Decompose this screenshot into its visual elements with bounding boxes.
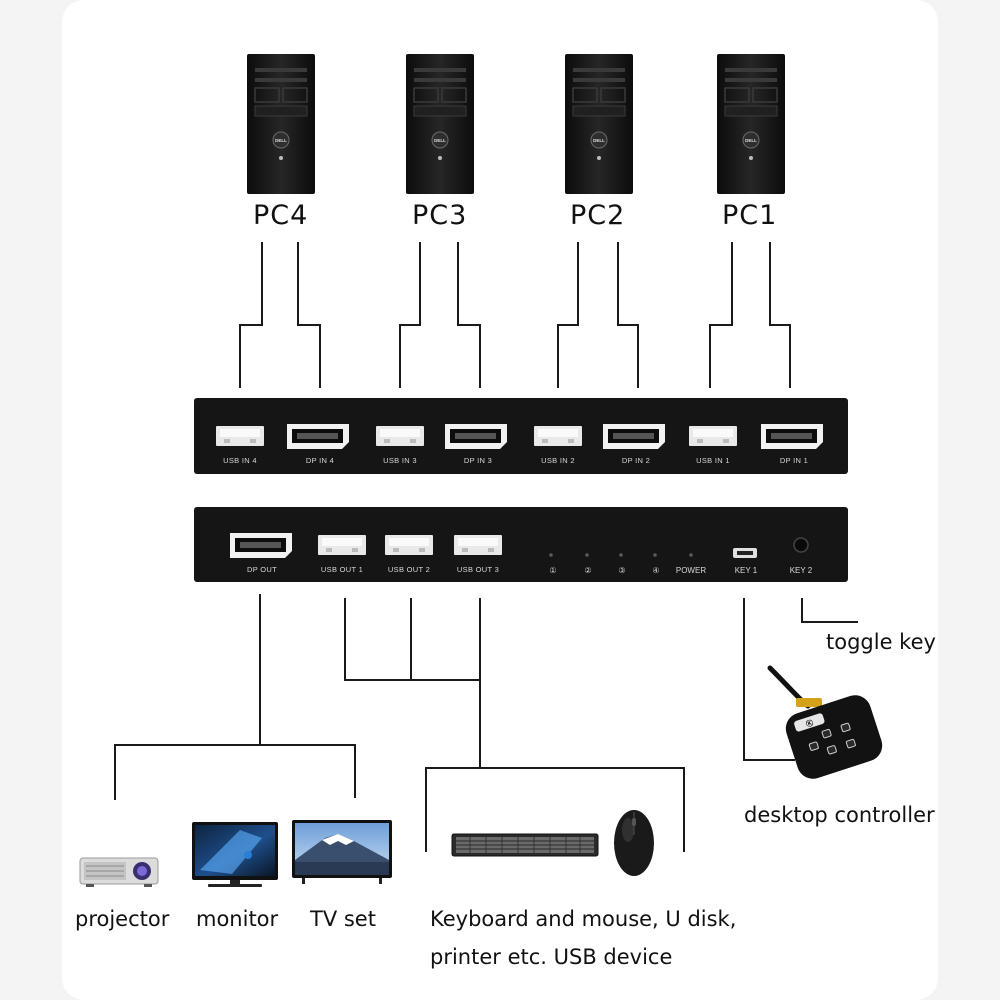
dp-out-port (230, 533, 292, 558)
usb-in-3-port (376, 426, 424, 446)
monitor-caption: monitor (196, 907, 279, 931)
projector-caption: projector (75, 907, 170, 931)
dp-in-1-label: DP IN 1 (780, 456, 808, 465)
dp-in-2-label: DP IN 2 (622, 456, 650, 465)
dp-in-4-label: DP IN 4 (306, 456, 334, 465)
led-3-label: ③ (618, 566, 625, 575)
usb-out-3-port (454, 535, 502, 555)
key2-port (793, 537, 809, 553)
pc3-label: PC3 (412, 200, 468, 231)
tv-image (292, 820, 392, 884)
dp-in-1-port (761, 424, 823, 449)
computer-pc2: DELL (564, 53, 634, 195)
pc4-label: PC4 (253, 200, 309, 231)
toggle-key-caption: toggle key (826, 630, 936, 654)
dell-logo: DELL (434, 138, 446, 143)
led-4-label: ④ (652, 566, 659, 575)
computer-pc1: DELL (716, 53, 786, 195)
power-led-label: POWER (676, 566, 706, 575)
dp-in-3-label: DP IN 3 (464, 456, 492, 465)
dp-in-3-port (445, 424, 507, 449)
dp-in-4-port (287, 424, 349, 449)
pc1-label: PC1 (722, 200, 778, 231)
usb-in-1-port (689, 426, 737, 446)
usb-in-3-label: USB IN 3 (383, 456, 417, 465)
usb-in-4-port (216, 426, 264, 446)
kvm-input-panel: USB IN 4 DP IN 4 USB IN 3 DP IN 3 USB IN… (194, 398, 848, 474)
usb-devices-caption-line2: printer etc. USB device (430, 945, 673, 969)
dp-out-label: DP OUT (247, 565, 277, 574)
usb-in-2-label: USB IN 2 (541, 456, 575, 465)
usb-devices-caption-line1: Keyboard and mouse, U disk, (430, 907, 737, 931)
pc-input-wires (239, 242, 791, 388)
monitor-image (192, 822, 278, 887)
dell-logo: DELL (745, 138, 757, 143)
controller-badge: Ⓚ (805, 718, 814, 729)
usb-in-2-port (534, 426, 582, 446)
pc2-label: PC2 (570, 200, 626, 231)
usb-out-1-label: USB OUT 1 (321, 565, 363, 574)
dp-in-2-port (603, 424, 665, 449)
mouse-image (614, 810, 654, 876)
projector-image (79, 857, 159, 887)
dell-logo: DELL (275, 138, 287, 143)
output-wires (114, 594, 858, 852)
led-2-label: ② (584, 566, 591, 575)
usb-out-3-label: USB OUT 3 (457, 565, 499, 574)
tv-caption: TV set (310, 907, 376, 931)
usb-out-1-port (318, 535, 366, 555)
keyboard-image (451, 833, 599, 857)
usb-in-4-label: USB IN 4 (223, 456, 257, 465)
key2-label: KEY 2 (790, 566, 813, 575)
usb-in-1-label: USB IN 1 (696, 456, 730, 465)
usb-out-2-port (385, 535, 433, 555)
led-1-label: ① (549, 566, 556, 575)
dell-logo: DELL (593, 138, 605, 143)
desktop-controller-image: Ⓚ (767, 665, 883, 779)
usb-out-2-label: USB OUT 2 (388, 565, 430, 574)
kvm-output-panel: DP OUT USB OUT 1 USB OUT 2 USB OUT 3 ① ②… (194, 507, 848, 582)
desktop-controller-caption: desktop controller (744, 803, 935, 827)
computer-pc3: DELL (405, 53, 475, 195)
key1-label: KEY 1 (735, 566, 758, 575)
computer-pc4: DELL (246, 53, 316, 195)
